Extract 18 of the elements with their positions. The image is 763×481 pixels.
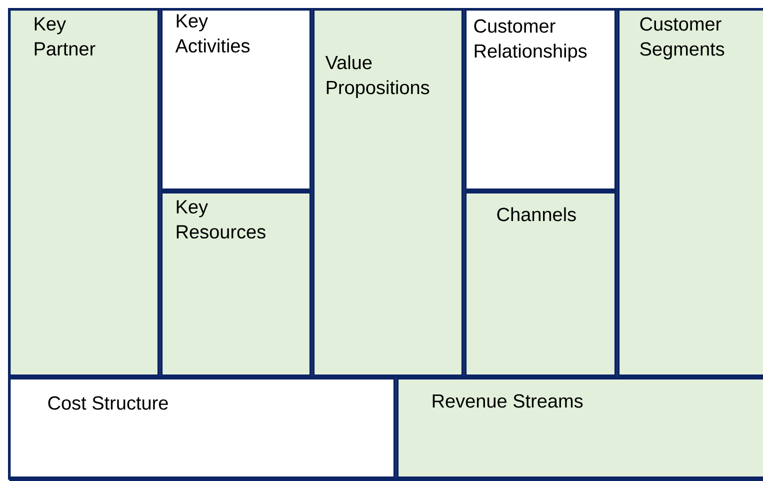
canvas-block	[160, 191, 312, 377]
block-title: Revenue Streams	[432, 394, 583, 408]
block-title: Channels	[497, 207, 576, 222]
block-title: Cost Structure	[48, 396, 168, 410]
canvas-block	[396, 377, 763, 479]
block-title: Value Propositions	[325, 55, 430, 98]
block-title: Customer Relationships	[474, 19, 587, 62]
canvas-block	[8, 8, 160, 377]
canvas-block	[160, 8, 312, 191]
canvas-block	[8, 377, 396, 479]
block-title: Customer Segments	[640, 17, 724, 60]
canvas-block	[312, 8, 464, 377]
block-title: Key Partner	[34, 17, 96, 56]
canvas-block	[464, 8, 617, 191]
block-title: Key Activities	[175, 14, 250, 53]
canvas-block	[617, 8, 763, 377]
block-title: Key Resources	[176, 200, 266, 239]
canvas-block	[464, 191, 617, 377]
